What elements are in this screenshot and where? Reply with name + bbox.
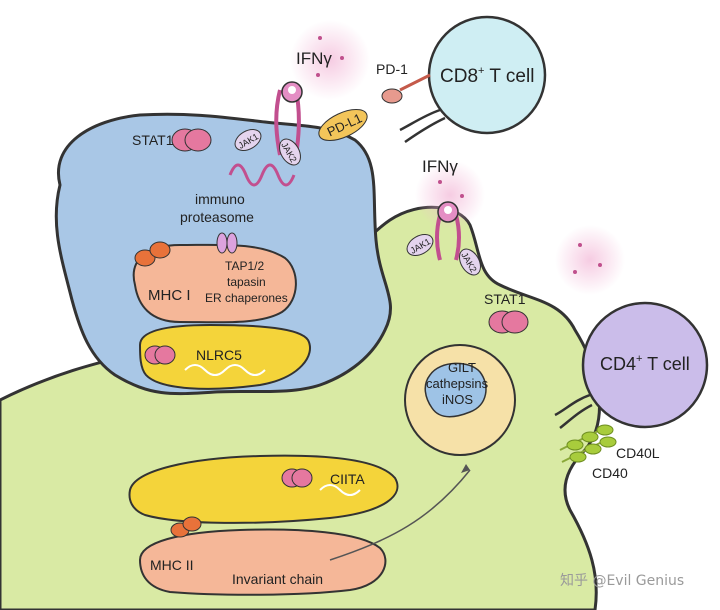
cd4-label: CD4+ T cell bbox=[600, 353, 690, 374]
cd4-tcr bbox=[554, 393, 593, 429]
jak1-mid-shape bbox=[406, 234, 434, 256]
ifn-glow-top bbox=[290, 20, 370, 100]
trafficking-arrow-head bbox=[461, 464, 470, 473]
jak1-top-shape bbox=[234, 129, 262, 151]
cd4-t-cell bbox=[581, 301, 709, 429]
cathepsins-label: cathepsins bbox=[426, 376, 489, 391]
endosome-blob bbox=[424, 362, 487, 418]
mhc1-label: MHC I bbox=[148, 287, 191, 304]
mhc2-label: MHC II bbox=[150, 557, 194, 573]
gilt-label: GILT bbox=[448, 360, 476, 375]
ifn-gamma-top-label: IFNγ bbox=[296, 49, 332, 68]
nucleus-nlrc5 bbox=[138, 323, 311, 390]
tapasin-label: tapasin bbox=[227, 275, 266, 289]
jak2-mid-shape bbox=[459, 248, 481, 276]
er-chaperones-label: ER chaperones bbox=[205, 291, 288, 305]
proteasome-label: proteasome bbox=[180, 209, 254, 225]
mhc2-shape bbox=[170, 516, 202, 538]
ifngr-mid bbox=[435, 201, 461, 261]
nlrc5-label: NLRC5 bbox=[196, 347, 242, 363]
jak2-top-shape bbox=[279, 138, 301, 166]
ifn-glow-mid bbox=[415, 160, 485, 230]
stat1-mid-shape bbox=[488, 310, 529, 334]
stat1-nucleus-green bbox=[281, 468, 313, 488]
er-mhc2 bbox=[138, 528, 387, 596]
tap-label: TAP1/2 bbox=[225, 259, 264, 273]
cd40-label: CD40 bbox=[592, 465, 628, 481]
pdl1-shape bbox=[318, 109, 368, 141]
pd1-label: PD-1 bbox=[376, 61, 408, 77]
cd8-tcr bbox=[399, 108, 446, 144]
cd8-label: CD8+ T cell bbox=[440, 65, 534, 87]
pd1-stalk bbox=[399, 73, 431, 92]
nucleus-ciita bbox=[128, 454, 399, 524]
er-mhc1 bbox=[132, 243, 297, 324]
ciita-label: CIITA bbox=[330, 471, 365, 487]
watermark: 知乎 @Evil Genius bbox=[560, 572, 684, 589]
pd1-shape bbox=[381, 88, 403, 104]
dna-nlrc5 bbox=[184, 364, 266, 376]
stat1-top-shape bbox=[171, 128, 212, 152]
inos-label: iNOS bbox=[442, 392, 473, 407]
stat1-mid-label: STAT1 bbox=[484, 291, 526, 307]
ifn-gamma-mid-label: IFNγ bbox=[422, 157, 458, 176]
immunoproteasome-shape bbox=[228, 163, 296, 187]
immuno-label: immuno bbox=[195, 191, 245, 207]
cd40-cd40l-cluster bbox=[559, 424, 617, 463]
trafficking-arrow bbox=[329, 469, 471, 561]
invariant-chain-label: Invariant chain bbox=[232, 571, 323, 587]
stat1-nucleus-blue bbox=[144, 345, 176, 365]
mhc1-shape bbox=[134, 241, 171, 267]
tap-shape bbox=[216, 232, 238, 254]
stat1-top-label: STAT1 bbox=[132, 132, 174, 148]
ifn-glow-right bbox=[555, 225, 625, 295]
dna-ciita bbox=[319, 484, 361, 496]
cd40l-label: CD40L bbox=[616, 445, 660, 461]
